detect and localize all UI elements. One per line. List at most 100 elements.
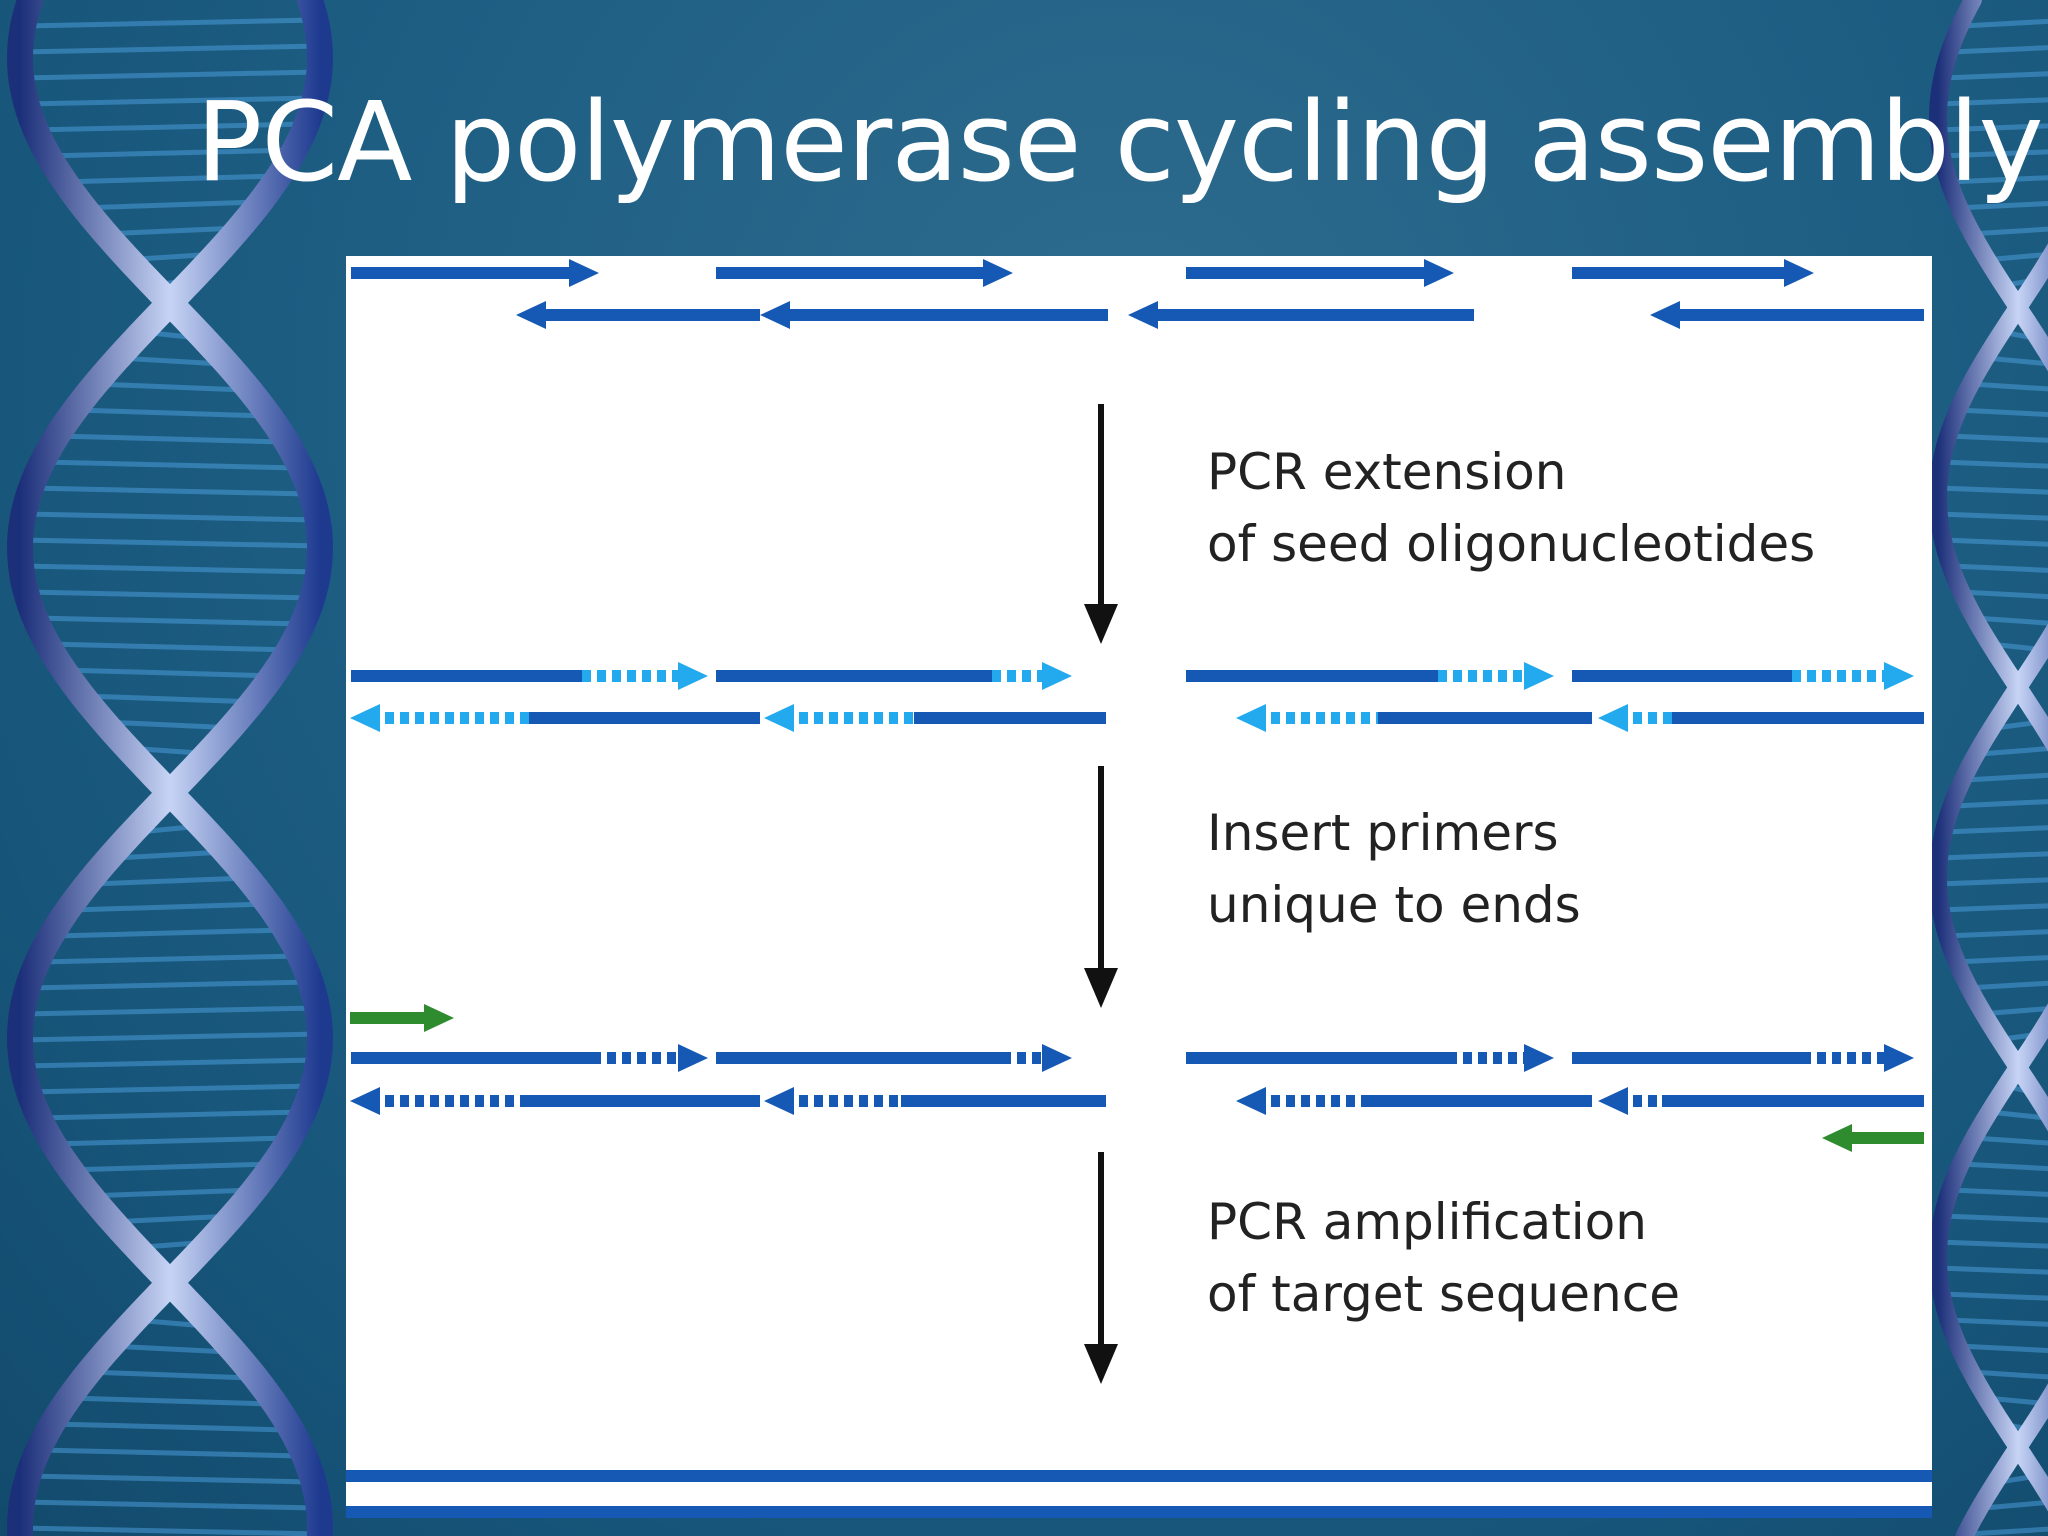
- arrow-down-icon: [1084, 968, 1118, 1008]
- helix-rung: [1939, 851, 2048, 861]
- helix-rung: [1971, 1369, 2048, 1380]
- helix-rung: [1947, 433, 2048, 443]
- helix-rung: [60, 173, 280, 185]
- arrow-down-icon: [1084, 604, 1118, 644]
- helix-rung: [1945, 929, 2048, 939]
- helix-rung: [63, 667, 277, 679]
- helix-rung: [1950, 1187, 2048, 1197]
- helix-rung: [21, 1057, 319, 1069]
- helix-rung: [36, 1109, 304, 1121]
- helix-rung: [1973, 1135, 2048, 1146]
- helix-rung: [1940, 149, 2048, 159]
- helix-rung: [20, 563, 320, 575]
- helix-rung: [23, 511, 317, 523]
- helix-rung: [47, 641, 293, 653]
- helix-rung: [51, 1421, 289, 1433]
- helix-backbone: [1928, 0, 2048, 1536]
- helix-rung: [117, 355, 223, 367]
- helix-rung: [30, 485, 310, 497]
- helix-rung: [34, 615, 306, 627]
- helix-rung: [1968, 1526, 2048, 1536]
- helix-rung: [22, 1005, 318, 1017]
- helix-rung: [28, 1473, 312, 1485]
- arrowhead-right: [1042, 1044, 1072, 1072]
- step-label-line: of seed oligonucleotides: [1207, 515, 1816, 573]
- helix-rung: [49, 1135, 291, 1147]
- arrowhead-left: [764, 1087, 794, 1115]
- arrowhead-left: [1236, 1087, 1266, 1115]
- helix-rung: [1956, 201, 2048, 211]
- arrowhead-right: [678, 662, 708, 690]
- helix-rung: [1951, 45, 2048, 55]
- step-label-extension: PCR extension of seed oligonucleotides: [1207, 436, 1815, 580]
- helix-rung: [1957, 407, 2048, 418]
- helix-rung: [1985, 355, 2048, 367]
- helix-rung: [40, 953, 300, 965]
- arrowhead-left: [1650, 301, 1680, 329]
- pca-diagram: [346, 259, 1932, 1518]
- helix-rung: [1938, 1239, 2048, 1249]
- helix-rung: [1965, 980, 2048, 991]
- helix-rung: [20, 69, 320, 81]
- helix-rung: [54, 927, 286, 939]
- helix-rung: [1942, 537, 2048, 547]
- arrowhead-left: [764, 704, 794, 732]
- arrowhead-right: [1524, 1044, 1554, 1072]
- arrowhead-left: [1128, 301, 1158, 329]
- helix-rung: [20, 43, 320, 55]
- step-label-line: PCR amplification: [1207, 1193, 1647, 1251]
- helix-rung: [1948, 1317, 2048, 1327]
- arrowhead-right: [1884, 1044, 1914, 1072]
- helix-rung: [1960, 1161, 2048, 1172]
- step-label-primers: Insert primers unique to ends: [1207, 797, 1581, 941]
- helix-rung: [100, 225, 240, 237]
- helix-backbone: [6, 0, 334, 1536]
- arrowhead-right: [983, 259, 1013, 287]
- arrowhead-left: [1598, 704, 1628, 732]
- helix-rung: [1941, 1291, 2048, 1301]
- helix-rung: [1943, 71, 2048, 81]
- helix-rung: [110, 1343, 230, 1355]
- helix-rung: [1962, 18, 2048, 29]
- helix-rung: [29, 979, 311, 991]
- step-label-line: unique to ends: [1207, 876, 1581, 934]
- helix-rung: [1965, 772, 2048, 783]
- arrowhead-right: [424, 1004, 454, 1032]
- helix-rung: [22, 1499, 318, 1511]
- helix-rung: [88, 1369, 252, 1381]
- helix-rung: [71, 901, 269, 913]
- arrowhead-right: [1424, 259, 1454, 287]
- helix-rung: [1942, 1213, 2048, 1223]
- helix-rung: [1941, 459, 2048, 469]
- arrowhead-right: [1042, 662, 1072, 690]
- arrow-down-icon: [1084, 1344, 1118, 1384]
- helix-rung: [1938, 511, 2048, 521]
- helix-rung: [24, 17, 316, 29]
- helix-rung: [27, 1083, 313, 1095]
- helix-rung: [1954, 955, 2048, 965]
- helix-rung: [56, 433, 284, 445]
- helix-rung: [1974, 615, 2048, 626]
- arrowhead-left: [760, 301, 790, 329]
- helix-rung: [68, 1395, 272, 1407]
- helix-rung: [1937, 877, 2048, 887]
- helix-rung: [19, 1525, 321, 1536]
- helix-rung: [92, 875, 248, 887]
- dna-helix-icon: [6, 0, 334, 1536]
- slide-title: PCA polymerase cycling assembly: [196, 78, 2044, 206]
- arrowhead-right: [1784, 259, 1814, 287]
- helix-rung: [1938, 1265, 2048, 1275]
- helix-rung: [20, 537, 320, 549]
- helix-rung: [1969, 226, 2048, 237]
- helix-rung: [1961, 589, 2048, 600]
- helix-rung: [95, 381, 245, 393]
- helix-backbone: [1928, 243, 2048, 1512]
- arrowhead-right: [678, 1044, 708, 1072]
- arrowhead-right: [569, 259, 599, 287]
- helix-rung: [1950, 563, 2048, 573]
- helix-rung: [19, 1031, 321, 1043]
- diagram-panel: PCR extension of seed oligonucleotides I…: [346, 256, 1932, 1518]
- arrowhead-left: [1822, 1124, 1852, 1152]
- helix-rung: [1945, 825, 2048, 835]
- arrowhead-left: [350, 1087, 380, 1115]
